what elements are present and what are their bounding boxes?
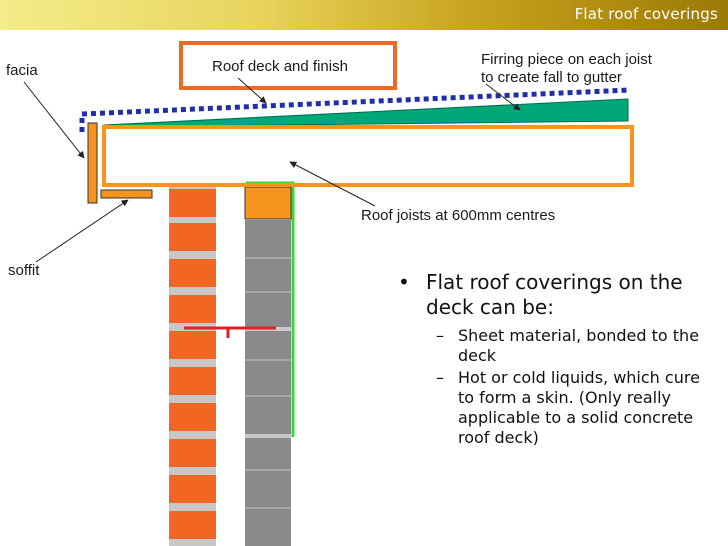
sub-bullet-text: Hot or cold liquids, which cure to form … [458, 368, 700, 447]
sub-bullet-item: – Hot or cold liquids, which cure to for… [434, 368, 716, 448]
label-firring-line2: to create fall to gutter [481, 69, 622, 86]
leader-arrows [23, 77, 521, 263]
roof-joist [102, 125, 634, 187]
roof-deck-line [79, 87, 631, 132]
firring-piece [103, 98, 629, 128]
label-soffit: soffit [8, 262, 40, 279]
arrow-soffit [35, 199, 129, 263]
bullet-main: • Flat roof coverings on the deck can be… [396, 270, 716, 320]
title-bar: Flat roof coverings [0, 0, 728, 30]
soffit-board [100, 189, 153, 199]
label-firring: Firring piece on each joist to create fa… [481, 51, 711, 87]
dash-icon: – [436, 326, 444, 345]
brick-wall [169, 187, 216, 546]
bullet-main-text: Flat roof coverings on the deck can be: [426, 270, 683, 319]
bullet-dot-icon: • [398, 270, 410, 294]
sub-bullet-list: – Sheet material, bonded to the deck – H… [396, 326, 716, 448]
label-joists: Roof joists at 600mm centres [361, 207, 556, 224]
label-roof-deck: Roof deck and finish [212, 58, 348, 75]
sub-bullet-item: – Sheet material, bonded to the deck [434, 326, 716, 366]
arrow-joists [289, 161, 376, 207]
facia-board [87, 122, 98, 204]
sub-bullet-text: Sheet material, bonded to the deck [458, 326, 700, 365]
arrow-facia [23, 81, 85, 159]
slide-title: Flat roof coverings [574, 5, 718, 23]
block-wall [245, 220, 291, 546]
wall-plate [244, 186, 292, 220]
arrow-roof-deck [237, 77, 267, 104]
roof-deck-callout-box [179, 41, 397, 90]
wall-tie [184, 326, 276, 338]
brick-courses [169, 189, 216, 539]
label-firring-line1: Firring piece on each joist [481, 51, 652, 68]
bullet-list: • Flat roof coverings on the deck can be… [396, 270, 716, 450]
dash-icon: – [436, 368, 444, 387]
arrow-firring [485, 83, 521, 111]
label-facia: facia [6, 62, 38, 79]
